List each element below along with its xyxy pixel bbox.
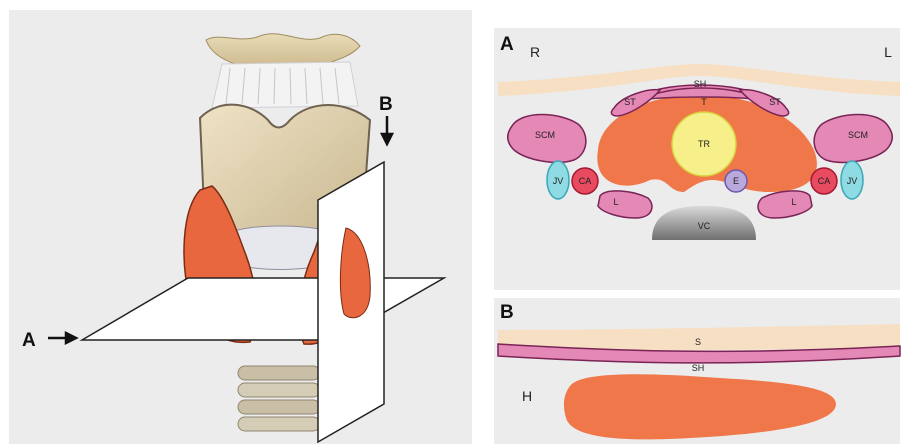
label-ca-right: CA [818,176,831,186]
label-scm-right: SCM [848,130,868,140]
section-b-letter: B [500,302,514,323]
label-h: H [522,388,532,404]
side-right-label: R [530,44,540,60]
label-sh-a: SH [694,79,707,89]
label-ca-left: CA [579,176,592,186]
side-left-label: L [884,44,892,60]
label-jv-left: JV [553,176,564,186]
label-st-left: ST [624,97,636,107]
label-s: S [695,337,701,347]
label-jv-right: JV [847,176,858,186]
label-l-right: L [791,197,796,207]
label-tr: TR [698,139,710,149]
plane-b-label: B [379,94,393,115]
label-sh-b: SH [692,363,705,373]
label-e: E [733,176,739,186]
thyrohyoid-membrane [212,62,358,108]
label-st-right: ST [769,97,781,107]
label-l-left: L [613,197,618,207]
section-a-letter: A [500,34,514,55]
plane-a-label: A [22,330,36,351]
label-scm-left: SCM [535,130,555,140]
label-vc: VC [698,221,711,231]
label-t: T [701,97,707,107]
